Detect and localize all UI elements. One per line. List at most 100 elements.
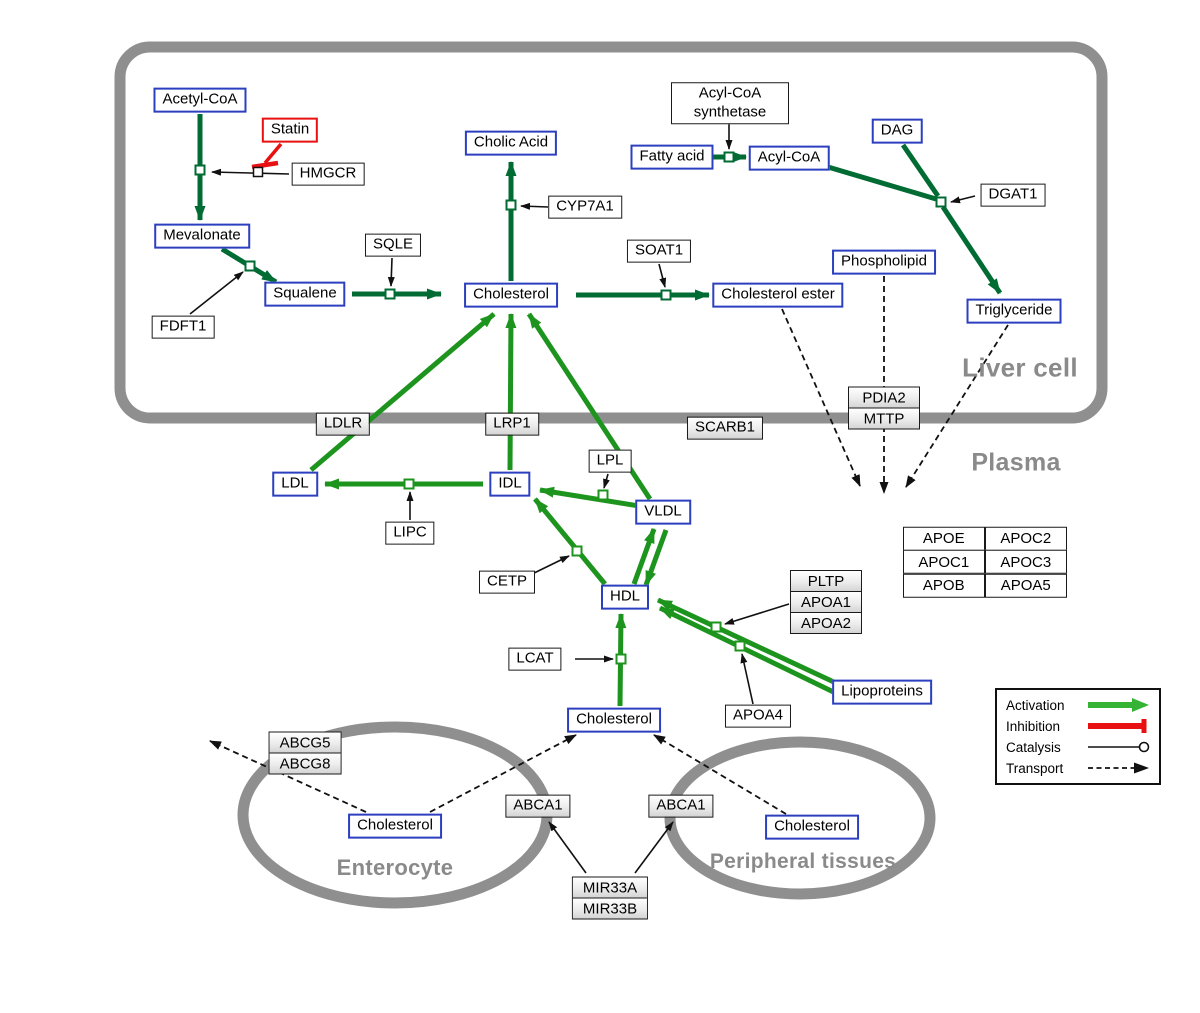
enterocyte-label: Enterocyte — [336, 855, 454, 880]
apo-cell: APOA5 — [984, 573, 1067, 598]
legend-row-inhibition: Inhibition — [1006, 718, 1150, 734]
node-lipoproteins: Lipoproteins — [832, 679, 932, 705]
node-cholesterol-plasma: Cholesterol — [567, 707, 661, 733]
node-cholesterol-liver: Cholesterol — [464, 282, 558, 308]
reaction-node — [384, 288, 396, 300]
node-mttp: MTTP — [849, 407, 919, 429]
reaction-node — [571, 545, 583, 557]
catalysis-port-hmgcr — [252, 166, 264, 178]
node-cyp7a1: CYP7A1 — [548, 195, 622, 219]
node-phospholipid: Phospholipid — [832, 249, 936, 275]
node-soat1: SOAT1 — [626, 239, 692, 263]
edge-hdl-to-idl-cetp — [533, 497, 607, 586]
apo-cell: APOC2 — [984, 526, 1067, 551]
node-dgat1: DGAT1 — [980, 183, 1046, 207]
node-squalene: Squalene — [264, 281, 346, 307]
stack-pltp-apoa1-apoa2: PLTP APOA1 APOA2 — [789, 570, 863, 634]
edge-acylcoa-to-dgat-junction — [827, 164, 937, 202]
reaction-node — [403, 478, 415, 490]
regulation-mir33-to-abca1-right — [634, 821, 674, 874]
edge-ldl-to-liver-cholesterol — [309, 312, 496, 472]
liver-cell-label: Liver cell — [962, 352, 1078, 383]
catalysis-fdft1 — [189, 271, 244, 315]
node-lrp1: LRP1 — [485, 412, 539, 436]
edge-lipoproteins-to-hdl-lower — [658, 605, 852, 703]
reaction-node — [505, 199, 517, 211]
legend-row-catalysis: Catalysis — [1006, 739, 1150, 755]
transport-enterocyte-cholesterol-to-lumen — [209, 740, 367, 813]
regulation-mir33-to-abca1-left — [548, 821, 587, 874]
legend-inhibition-label: Inhibition — [1006, 718, 1061, 734]
node-cholesterol-peripheral: Cholesterol — [765, 814, 859, 840]
node-lipc: LIPC — [385, 521, 435, 545]
node-apoa4: APOA4 — [724, 704, 792, 728]
node-mir33b: MIR33B — [572, 897, 648, 919]
apo-cell: APOE — [902, 526, 985, 551]
node-vldl: VLDL — [635, 499, 691, 525]
node-lcat: LCAT — [508, 647, 562, 671]
node-statin: Statin — [261, 117, 319, 143]
node-fatty-acid: Fatty acid — [630, 144, 714, 170]
edge-dag-to-dgat-junction — [900, 143, 941, 198]
inhibition-tbar-icon — [1088, 719, 1147, 733]
catalysis-lpl — [603, 473, 610, 489]
node-apoa1: APOA1 — [790, 591, 862, 612]
legend-row-transport: Transport — [1006, 760, 1150, 776]
node-acetyl-coa: Acetyl-CoA — [153, 87, 247, 113]
catalysis-hmgcr — [211, 168, 290, 176]
node-abcg8: ABCG8 — [269, 752, 341, 774]
node-acyl-coa: Acyl-CoA — [748, 145, 830, 171]
reaction-node — [615, 653, 627, 665]
inhibition-statin-tbar — [251, 160, 279, 170]
apo-cell: APOB — [902, 573, 985, 598]
node-pdia2: PDIA2 — [849, 387, 919, 408]
node-cholesterol-ester: Cholesterol ester — [712, 282, 844, 308]
edge-lipoproteins-to-hdl-upper — [656, 597, 838, 686]
reaction-node — [723, 151, 735, 163]
node-dag: DAG — [871, 118, 923, 144]
node-scarb1: SCARB1 — [686, 416, 764, 440]
node-fdft1: FDFT1 — [151, 315, 215, 339]
reaction-node — [244, 260, 256, 272]
legend-row-activation: Activation — [1006, 697, 1150, 713]
catalysis-cyp7a1 — [520, 202, 549, 210]
transport-cholesterol-ester-to-plasma — [781, 308, 861, 487]
node-pltp: PLTP — [790, 571, 862, 591]
node-ldl: LDL — [272, 471, 318, 497]
stack-pdia2-mttp: PDIA2 MTTP — [848, 386, 920, 430]
transport-triglyceride-to-plasma — [905, 324, 1009, 488]
node-mevalonate: Mevalonate — [154, 223, 250, 249]
node-abca1-left: ABCA1 — [505, 794, 571, 818]
transport-enterocyte-cholesterol-to-plasma — [429, 734, 577, 813]
transport-dashed-arrow-icon — [1088, 762, 1149, 774]
edge-dgat-junction-to-triglyceride — [940, 205, 1003, 295]
stack-abcg5-abcg8: ABCG5 ABCG8 — [268, 731, 342, 775]
plasma-label: Plasma — [971, 448, 1061, 477]
legend-activation-label: Activation — [1006, 697, 1065, 713]
edge-vldl-to-hdl — [643, 529, 669, 586]
catalysis-apoa4 — [740, 653, 754, 705]
node-cholic-acid: Cholic Acid — [464, 130, 558, 156]
reaction-node — [597, 489, 609, 501]
catalysis-pltp-apoa — [724, 603, 790, 625]
node-acyl-coa-synthetase: Acyl-CoA synthetase — [671, 82, 789, 124]
node-apoa2: APOA2 — [790, 612, 862, 633]
peripheral-tissues-outline — [664, 736, 936, 900]
node-hmgcr: HMGCR — [291, 162, 365, 186]
reaction-node — [710, 621, 722, 633]
node-idl: IDL — [489, 471, 531, 497]
legend-transport-label: Transport — [1006, 760, 1064, 776]
catalysis-soat1 — [658, 263, 667, 288]
stack-mir33a-mir33b: MIR33A MIR33B — [571, 876, 649, 920]
edge-idl-to-liver-cholesterol — [505, 313, 517, 471]
edge-vldl-to-idl — [539, 486, 640, 509]
reaction-node — [194, 164, 206, 176]
legend: Activation Inhibition Catalysis Transpor… — [995, 688, 1161, 785]
inhibition-statin-stem — [263, 142, 283, 165]
node-lpl: LPL — [588, 449, 632, 473]
node-hdl: HDL — [600, 584, 650, 610]
transport-peripheral-cholesterol-to-plasma — [653, 734, 787, 815]
reaction-node — [734, 640, 746, 652]
